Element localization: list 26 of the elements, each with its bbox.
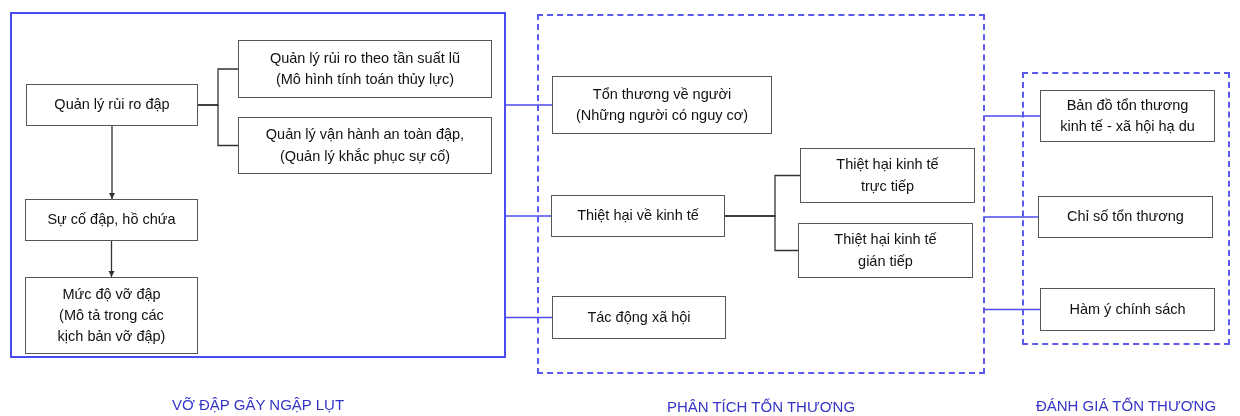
connector-line — [505, 215, 552, 217]
arrow — [108, 240, 115, 278]
process-box: Sự cố đập, hồ chứa — [25, 199, 198, 241]
process-box: Bản đồ tổn thương kinh tế - xã hội hạ du — [1040, 90, 1215, 142]
process-box: Tác động xã hội — [552, 296, 726, 339]
process-box: Quản lý vận hành an toàn đập, (Quản lý khắc phục sự cố) — [238, 117, 492, 174]
connector-line — [505, 316, 553, 319]
group-title: PHÂN TÍCH TỔN THƯƠNG — [666, 398, 856, 415]
connector-line — [984, 308, 1041, 311]
process-box: Mức độ vỡ đập (Mô tả trong các kịch bản vỡ đập) — [25, 277, 198, 354]
process-box: Thiệt hại về kinh tế — [551, 195, 725, 237]
group-title: VỠ ĐẬP GÂY NGẬP LỤT — [171, 396, 345, 413]
connector-line — [197, 104, 239, 147]
connector-line — [505, 104, 553, 106]
process-box: Quản lý rủi ro theo tần suất lũ (Mô hình tính toán thủy lực) — [238, 40, 492, 98]
arrow — [108, 125, 116, 200]
process-box: Chỉ số tổn thương — [1038, 196, 1213, 238]
process-box: Quản lý rủi ro đập — [26, 84, 198, 126]
process-box: Tổn thương về người (Những người có nguy cơ) — [552, 76, 772, 134]
process-box: Thiệt hại kinh tế gián tiếp — [798, 223, 973, 278]
process-box: Hàm ý chính sách — [1040, 288, 1215, 331]
connector-line — [724, 215, 799, 252]
connector-line — [984, 115, 1041, 117]
process-box: Thiệt hại kinh tế trực tiếp — [800, 148, 975, 203]
group-title: ĐÁNH GIÁ TỔN THƯƠNG — [1035, 397, 1217, 414]
connector-line — [984, 216, 1039, 218]
